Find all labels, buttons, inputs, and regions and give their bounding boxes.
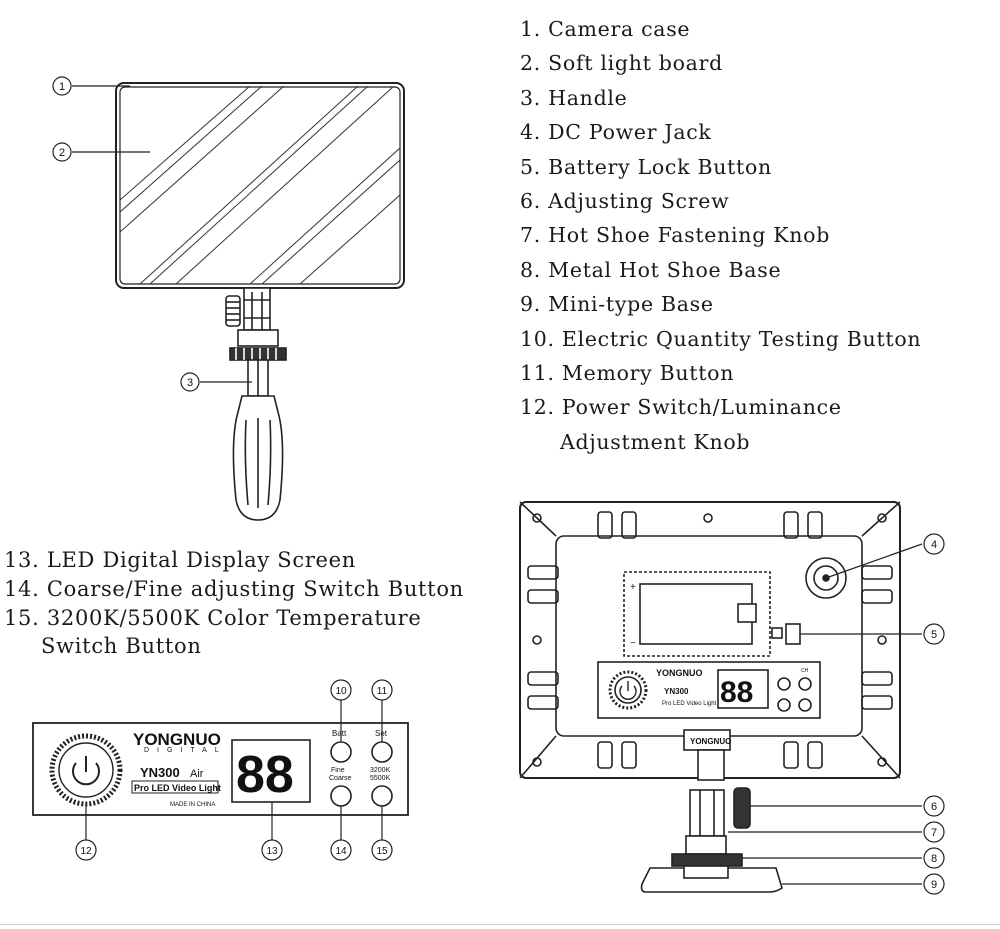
coarse-label: Coarse (329, 775, 352, 782)
callout-13-label: 13 (266, 846, 278, 857)
product-line: Pro LED Video Light (134, 783, 221, 793)
callout-4-label: 4 (931, 539, 937, 551)
legend-item: 2. Soft light board (520, 51, 723, 76)
callout-4: 4 (923, 533, 945, 555)
legend-item: 5. Battery Lock Button (520, 154, 772, 179)
callout-2: 2 (52, 142, 72, 162)
legend-item: 3. Handle (520, 85, 628, 110)
callout-7: 7 (923, 821, 945, 843)
svg-text:−: − (630, 638, 636, 649)
callout-14: 14 (330, 839, 352, 861)
callout-15: 15 (371, 839, 393, 861)
glass-hatching (120, 86, 401, 285)
soft-light-board (119, 86, 401, 285)
callout-11-label: 11 (377, 686, 388, 697)
legend-item-continued: Adjustment Knob (560, 429, 751, 454)
hot-shoe-fastening-knob (229, 347, 287, 361)
front-view-light (115, 82, 405, 521)
led-display-screen: 88 (231, 739, 311, 804)
coarse-fine-button[interactable] (330, 785, 352, 807)
callout-5: 5 (923, 623, 945, 645)
rear-display-digits: 88 (720, 676, 753, 709)
control-panel: YONGNUO DIGITAL YN300 Air Pro LED Video … (32, 722, 409, 816)
legend-item: 13. LED Digital Display Screen (4, 548, 357, 572)
mini-type-base (640, 867, 783, 893)
callout-5-label: 5 (931, 629, 937, 641)
brand-logo: YONGNUO (133, 730, 221, 749)
callout-markers: 1 2 3 4 5 6 7 8 9 10 11 12 13 14 15 (52, 76, 945, 895)
power-luminance-knob (49, 733, 123, 807)
legend-item: 14. Coarse/Fine adjusting Switch Button (4, 576, 464, 601)
battery-lock-button[interactable] (785, 623, 801, 645)
set-label: Set (375, 729, 388, 738)
rear-fastening-knob (671, 853, 743, 867)
legend-item: 11. Memory Button (520, 360, 735, 385)
callout-2-label: 2 (59, 147, 65, 159)
callout-3-label: 3 (187, 377, 193, 389)
callout-1-label: 1 (59, 81, 65, 93)
legend-item: 1. Camera case (520, 17, 691, 41)
callout-7-label: 7 (931, 827, 937, 839)
k5500-label: 5500K (370, 775, 391, 782)
rear-bracket-brand: YONGNUO (690, 737, 731, 746)
legend-item: 15. 3200K/5500K Color Temperature (4, 605, 422, 630)
rear-view-light: + − 88 (519, 501, 901, 893)
callout-6-label: 6 (931, 801, 937, 813)
callout-12: 12 (75, 839, 97, 861)
svg-text:+: + (630, 582, 636, 593)
callout-12-label: 12 (80, 846, 92, 857)
legend-item: 6. Adjusting Screw (520, 188, 730, 213)
callout-1: 1 (52, 76, 72, 96)
callout-10-label: 10 (335, 686, 347, 697)
legend-item: 12. Power Switch/Luminance (520, 395, 842, 420)
batt-label: Batt (332, 729, 347, 738)
callout-9: 9 (923, 873, 945, 895)
legend-item: 7. Hot Shoe Fastening Knob (520, 223, 831, 248)
rear-brand-logo: YONGNUO (656, 668, 703, 678)
rear-adjusting-screw (733, 787, 751, 829)
adjusting-screw (225, 295, 241, 327)
callout-14-label: 14 (335, 846, 347, 857)
part-legend-right: 1. Camera case 2. Soft light board 3. Ha… (520, 12, 921, 459)
legend-item: 4. DC Power Jack (520, 120, 712, 145)
callout-9-label: 9 (931, 879, 937, 891)
callout-11: 11 (371, 679, 393, 701)
brand-sub: DIGITAL (144, 747, 227, 754)
legend-item: 8. Metal Hot Shoe Base (520, 257, 782, 282)
bottom-divider (0, 924, 1000, 925)
memory-button[interactable] (371, 741, 393, 763)
model-suffix: Air (190, 768, 204, 780)
rear-model-name: YN300 (664, 687, 689, 696)
k3200-label: 3200K (370, 767, 391, 774)
callout-15-label: 15 (376, 846, 388, 857)
callout-10: 10 (330, 679, 352, 701)
callout-3: 3 (180, 372, 200, 392)
rear-labels: YONGNUO YONGNUO YN300 Pro LED Video Ligh… (656, 668, 809, 746)
callout-8-label: 8 (931, 853, 937, 865)
made-in-label: MADE IN CHINA (170, 802, 215, 808)
fine-label: Fine (331, 767, 345, 774)
part-legend-left: 13. LED Digital Display Screen 14. Coars… (4, 546, 464, 661)
camera-case (115, 82, 405, 289)
callout-6: 6 (923, 795, 945, 817)
display-digits: 88 (236, 746, 294, 804)
model-name: YN300 (140, 765, 180, 780)
rear-product-line: Pro LED Video Light (662, 701, 717, 707)
rear-ch-label: CH (801, 668, 809, 674)
callout-13: 13 (261, 839, 283, 861)
legend-item: 10. Electric Quantity Testing Button (520, 326, 922, 351)
color-temp-button[interactable] (371, 785, 393, 807)
battery-test-button[interactable] (330, 741, 352, 763)
legend-item-continued: Switch Button (41, 634, 202, 659)
callout-8: 8 (923, 847, 945, 869)
legend-item: 9. Mini-type Base (520, 292, 714, 317)
